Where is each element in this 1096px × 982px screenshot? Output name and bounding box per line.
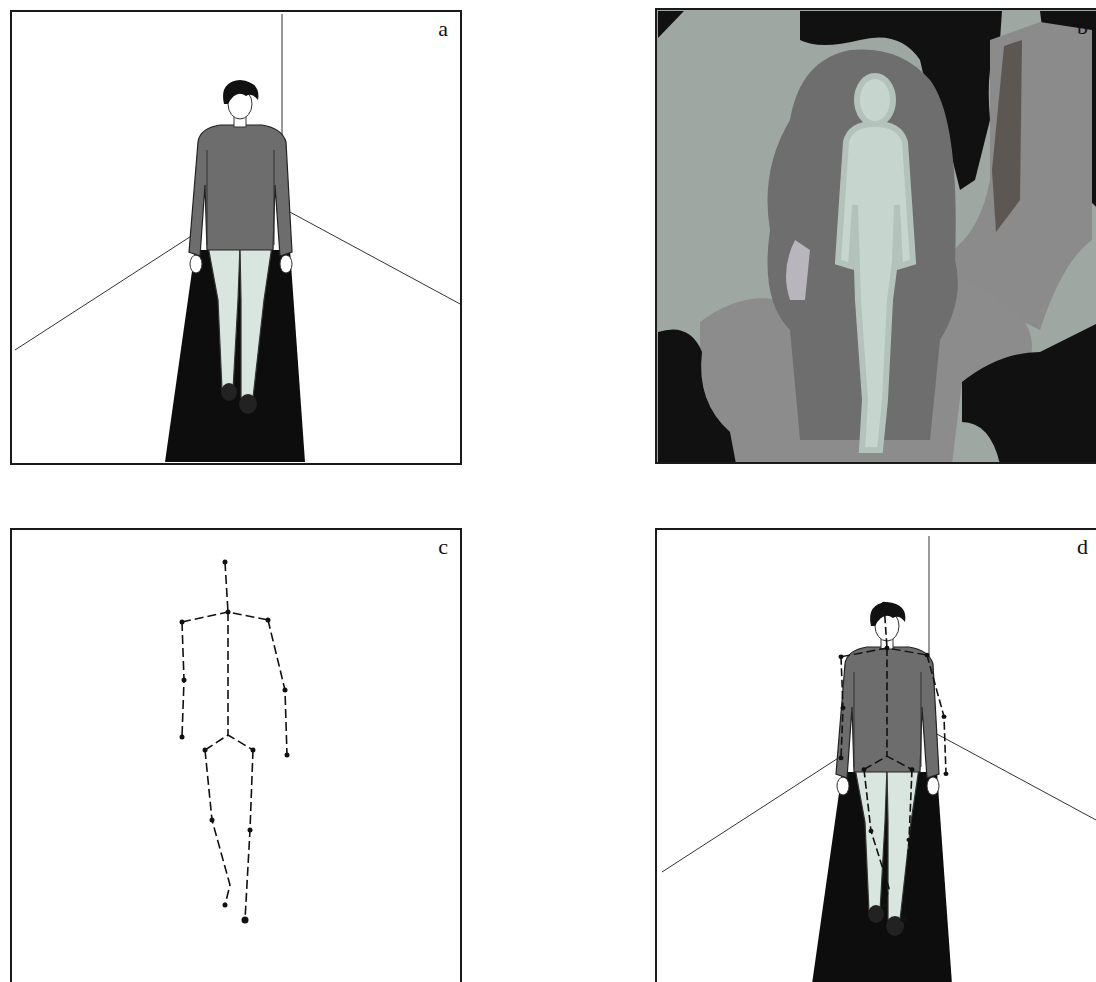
panel-label: a	[438, 16, 448, 42]
segment	[962, 322, 1096, 464]
pose-skeleton	[180, 560, 290, 924]
room-scene	[662, 536, 1096, 982]
segmentation-map	[655, 8, 1096, 464]
figure-panel: d	[655, 528, 1096, 982]
pose-skeleton	[839, 602, 949, 922]
segment	[992, 40, 1022, 232]
segment	[786, 240, 810, 300]
figure-panel: a	[10, 10, 462, 465]
panel-label: b	[1077, 14, 1088, 40]
room-scene	[15, 14, 462, 462]
panel-a-art	[15, 14, 462, 462]
panel-d-art	[662, 536, 1096, 982]
person-silhouette	[838, 76, 913, 450]
panel-label: c	[438, 534, 448, 560]
segment	[655, 8, 1096, 464]
figure-panel: c	[10, 528, 462, 982]
panel-label: d	[1077, 534, 1088, 560]
segment	[658, 11, 684, 38]
segment	[658, 330, 736, 465]
figure-panel: b	[655, 8, 1096, 464]
